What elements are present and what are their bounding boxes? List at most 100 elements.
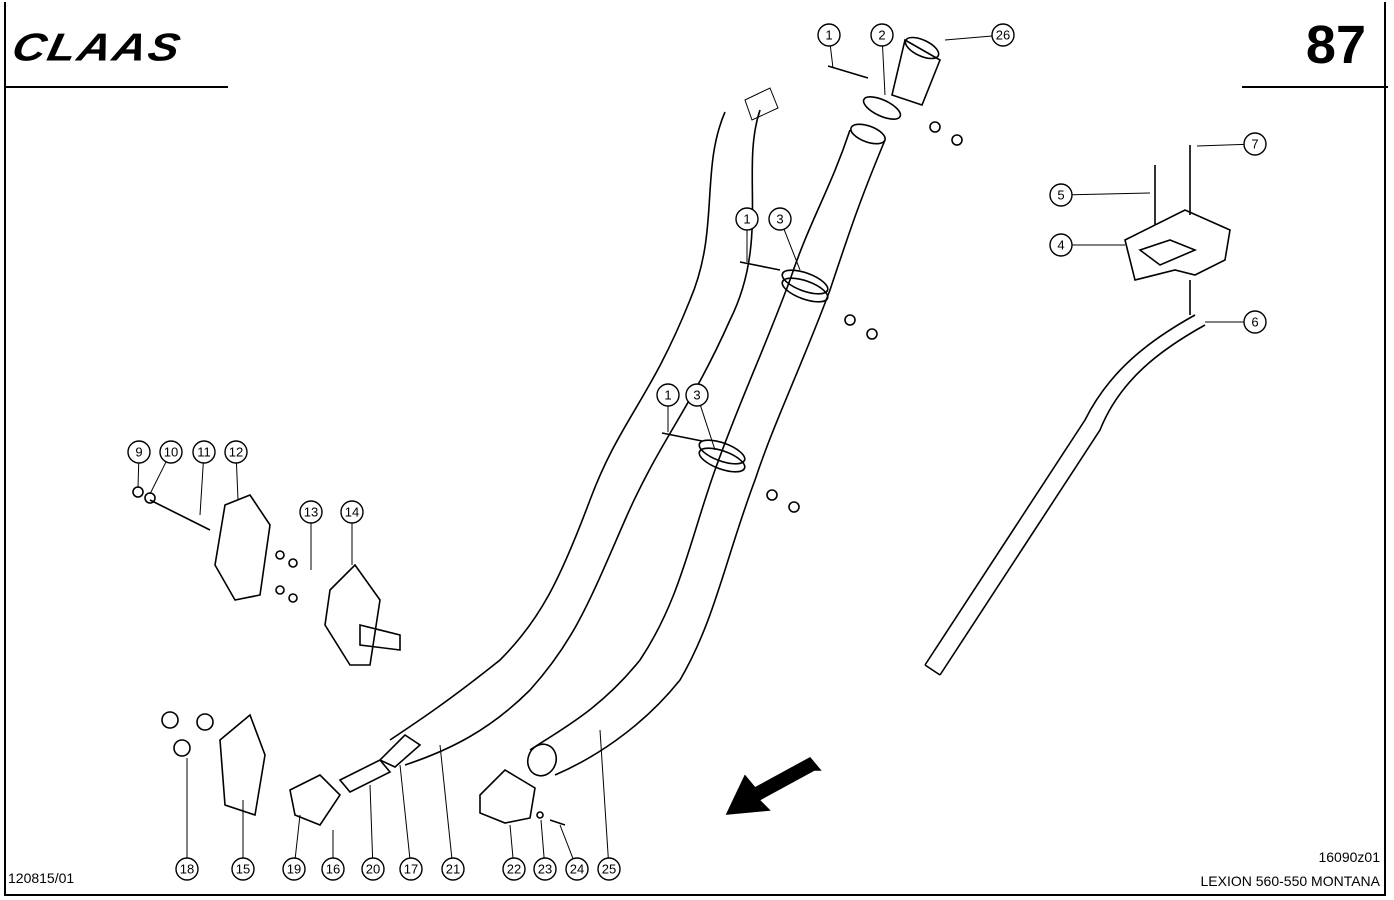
callout-5: 5 <box>1049 183 1151 207</box>
direction-arrow <box>725 756 822 815</box>
callout-circle <box>231 857 255 881</box>
leader-line <box>1071 192 1151 196</box>
leader-line <box>369 784 374 859</box>
callout-circle <box>159 440 183 464</box>
callout-label: 2 <box>878 28 885 43</box>
callout-circle <box>565 857 589 881</box>
callout-label: 11 <box>197 445 211 460</box>
callout-circle <box>656 383 680 407</box>
callout-20: 20 <box>361 784 385 881</box>
callout-label: 1 <box>664 388 671 403</box>
bracket-4 <box>1124 145 1231 281</box>
callout-circle <box>282 857 306 881</box>
callout-circle <box>817 23 841 47</box>
callout-2: 2 <box>870 23 894 96</box>
leader-line <box>149 461 167 495</box>
callout-label: 19 <box>287 862 301 877</box>
callout-label: 22 <box>507 862 521 877</box>
callout-circle <box>192 440 216 464</box>
callout-label: 5 <box>1057 188 1064 203</box>
callout-18: 18 <box>175 758 199 881</box>
callout-26: 26 <box>944 23 1015 47</box>
callout-circle <box>735 207 759 231</box>
leader-line <box>235 462 239 501</box>
callout-3: 3 <box>685 383 716 451</box>
callout-label: 3 <box>693 388 700 403</box>
callout-circle <box>533 857 557 881</box>
callout-label: 3 <box>776 212 783 227</box>
callout-label: 16 <box>326 862 340 877</box>
callout-label: 7 <box>1251 137 1258 152</box>
callout-label: 23 <box>538 862 552 877</box>
leader-line <box>559 824 574 859</box>
callout-circle <box>127 440 151 464</box>
leader-line <box>439 744 453 859</box>
callout-1: 1 <box>817 23 841 69</box>
figure-code: 16090z01 <box>1318 849 1380 865</box>
cover-22 <box>479 768 566 826</box>
leader-line <box>882 45 886 96</box>
leader-line <box>509 824 514 859</box>
callout-3: 3 <box>768 207 801 271</box>
callout-label: 24 <box>570 862 584 877</box>
callout-23: 23 <box>533 819 557 881</box>
callout-14: 14 <box>340 500 364 565</box>
hose-21 <box>389 87 779 766</box>
callout-circle <box>1243 310 1267 334</box>
callout-24: 24 <box>559 824 589 881</box>
callout-circle <box>299 500 323 524</box>
callout-circle <box>361 857 385 881</box>
leader-line <box>783 229 801 271</box>
flange-12 <box>132 486 298 603</box>
callout-4: 4 <box>1049 233 1125 257</box>
callout-circle <box>768 207 792 231</box>
callout-circle <box>991 23 1015 47</box>
callout-9: 9 <box>127 440 151 489</box>
callout-10: 10 <box>149 440 183 495</box>
callout-label: 18 <box>180 862 194 877</box>
callout-label: 26 <box>996 28 1010 43</box>
header-rule-right <box>1242 86 1388 88</box>
clamp-3-lower <box>661 432 800 513</box>
callout-label: 6 <box>1251 315 1258 330</box>
leader-line <box>540 819 545 859</box>
leader-line <box>944 35 993 41</box>
callout-circle <box>321 857 345 881</box>
callout-circle <box>340 500 364 524</box>
callout-label: 17 <box>404 862 418 877</box>
callout-label: 1 <box>743 212 750 227</box>
drawing-reference: 120815/01 <box>8 870 75 886</box>
leader-line <box>294 814 301 859</box>
callout-label: 10 <box>164 445 178 460</box>
callout-13: 13 <box>299 500 323 570</box>
callout-label: 15 <box>236 862 250 877</box>
leader-line <box>829 45 834 69</box>
rod-6 <box>924 280 1206 676</box>
callout-label: 12 <box>229 445 243 460</box>
flange-14 <box>324 563 401 666</box>
callout-label: 14 <box>345 505 359 520</box>
leader-line <box>399 764 411 859</box>
callout-circle <box>870 23 894 47</box>
page-frame <box>4 2 1386 896</box>
callout-circle <box>502 857 526 881</box>
callout-label: 4 <box>1057 238 1064 253</box>
leader-line <box>599 729 609 859</box>
callout-15: 15 <box>231 800 255 881</box>
callout-circle <box>399 857 423 881</box>
callout-1: 1 <box>656 383 680 432</box>
callout-circle <box>441 857 465 881</box>
callout-label: 20 <box>366 862 380 877</box>
callout-12: 12 <box>224 440 248 501</box>
leader-line <box>699 405 716 451</box>
callout-circle <box>1049 233 1073 257</box>
sensor-26 <box>827 36 963 146</box>
callout-circle <box>224 440 248 464</box>
callout-circle <box>1049 183 1073 207</box>
callout-label: 13 <box>304 505 318 520</box>
header-rule-left <box>6 86 228 88</box>
callout-7: 7 <box>1196 132 1267 156</box>
leader-line <box>199 462 204 516</box>
callout-11: 11 <box>192 440 216 516</box>
